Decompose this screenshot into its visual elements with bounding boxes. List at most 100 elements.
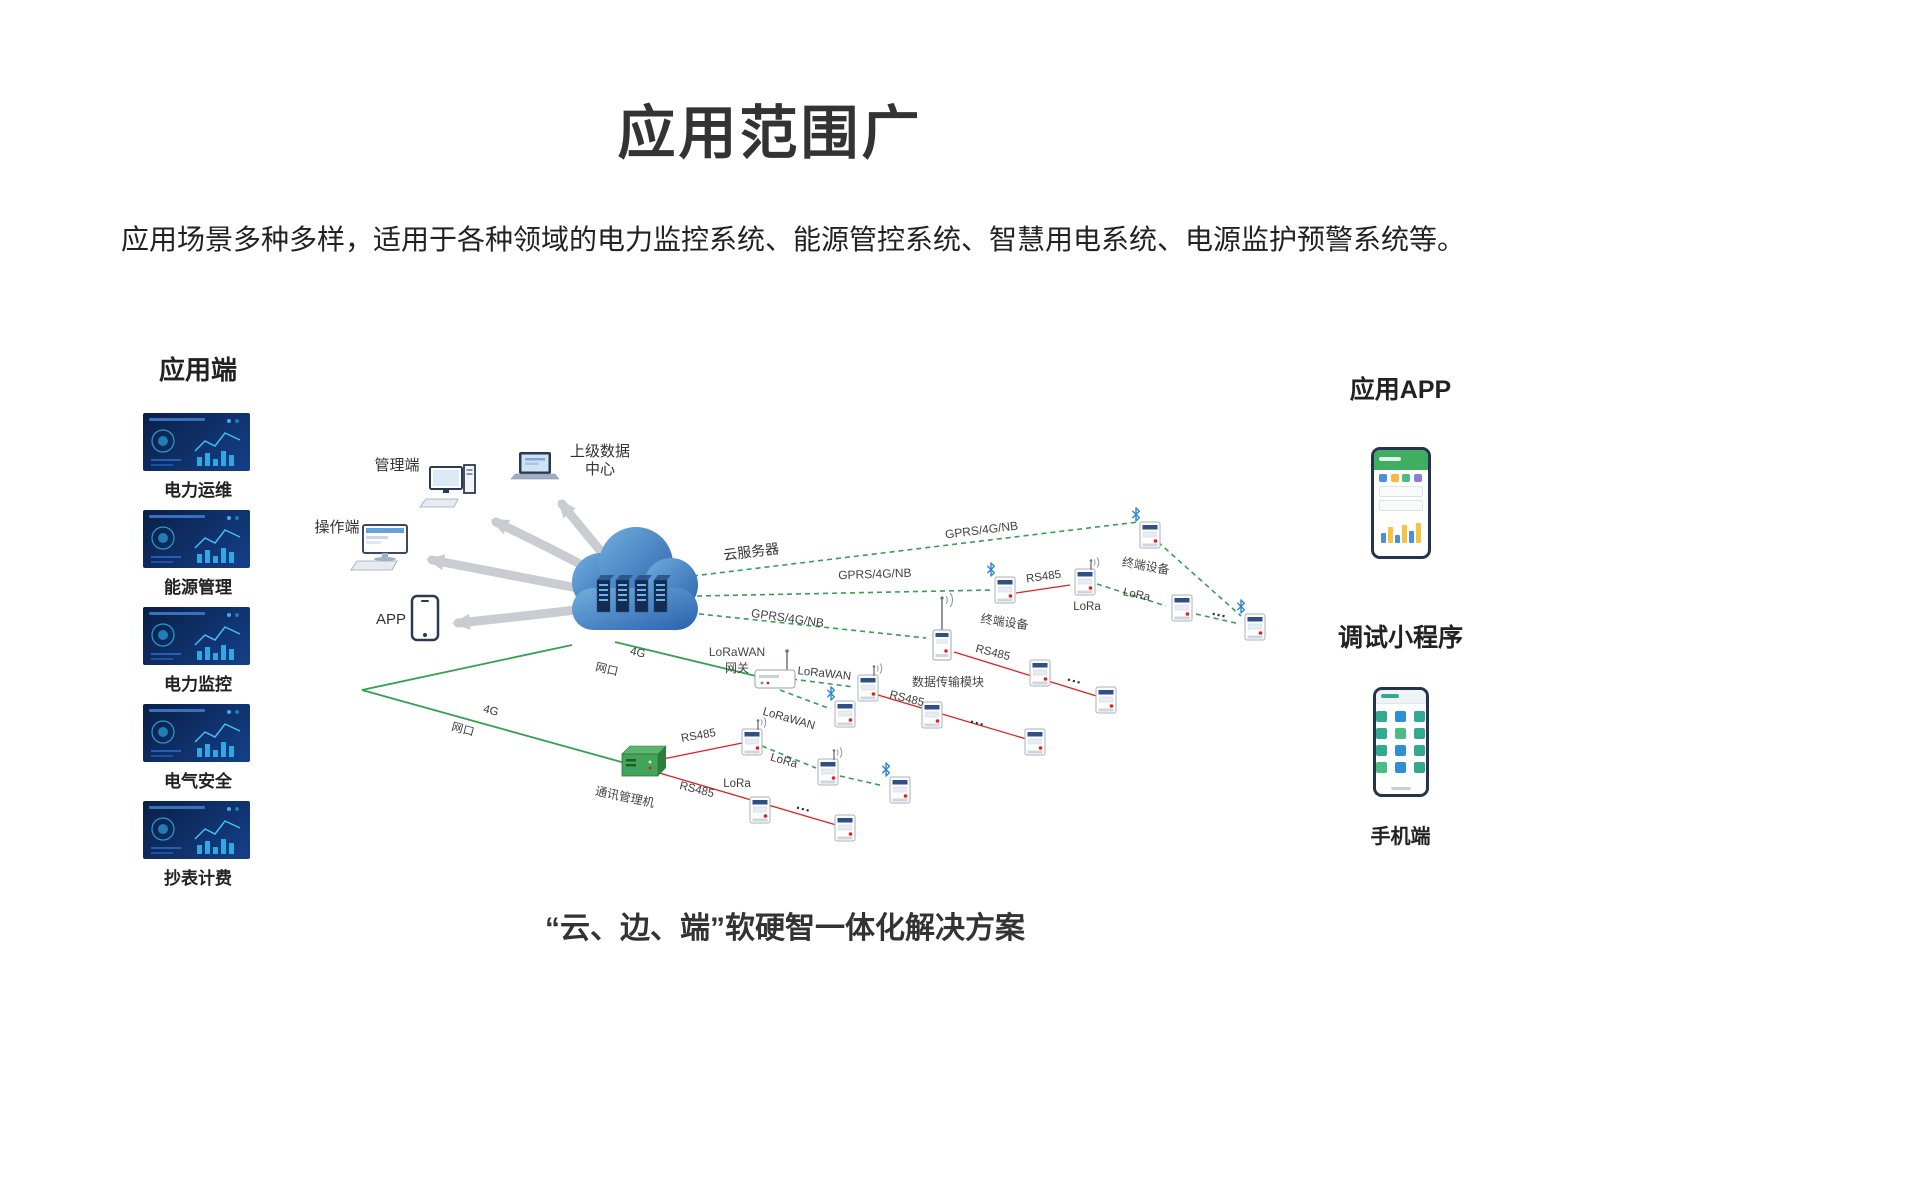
app-scenario-item: 电力运维 [143,413,253,501]
dashboard-thumbnail-art [149,515,241,563]
link-lora-1 [1096,583,1167,607]
label-rs485-c: RS485 [888,689,925,709]
bluetooth-icon [827,686,835,701]
label-4g-1: 4G [629,646,647,661]
dashboard-thumbnail-art [149,418,241,466]
dashboard-thumbnail-art [149,709,241,757]
label-port-1: 网口 [594,662,619,679]
label-cloud-server: 云服务器 [722,540,780,563]
app-scenario-label: 电力运维 [164,481,232,500]
link-rs485-3 [877,694,1034,742]
arrow-to-app [452,603,597,630]
label-lora-c: LoRa [723,778,751,790]
ellipsis-more-devices: ··· [1065,672,1084,692]
antenna-icon [756,716,767,731]
label-terminal-2: 终端设备 [980,611,1030,633]
dashboard-thumbnail [143,607,250,665]
smartphone-icon [410,594,440,642]
link-terminal-extension [1157,541,1242,617]
lorawan-gateway-icon [754,649,796,689]
link-4g-gateway [614,641,757,677]
link-lorawan-2 [779,689,829,709]
antenna-icon [1089,556,1100,571]
label-data-module: 数据传输模块 [912,674,984,689]
miniprogram-phone-mockup [1372,687,1429,797]
app-scenario-label: 电力监控 [164,675,232,694]
server-racks [596,575,671,613]
link-lora-4 [839,775,885,787]
label-gateway-line1: LoRaWAN [709,645,765,659]
desktop-computer-icon [419,464,476,508]
dashboard-thumbnail-art [149,806,241,854]
link-rs485-4 [657,742,743,761]
phone-home-bar [1390,787,1411,790]
label-operation: 操作端 [314,519,359,536]
label-rs485-d: RS485 [680,727,717,745]
app-scenario-label: 抄表计费 [164,869,232,888]
right-panel: 应用APP 调试小程序 手机端 [1318,370,1483,849]
dashboard-thumbnail [143,413,250,471]
bluetooth-icon [987,562,995,577]
cloud-server-icon [572,527,698,630]
app-scenario-item: 电气安全 [143,704,253,792]
label-comm-manager: 通讯管理机 [594,783,656,810]
din-device-icon [1029,659,1051,687]
bluetooth-icon [1236,599,1246,614]
app-scenario-item: 抄表计费 [143,801,253,889]
app-phone-mockup [1370,447,1431,559]
din-device-icon [994,576,1016,604]
label-gprs-2: GPRS/4G/NB [838,566,912,583]
bluetooth-icon [882,762,890,777]
data-transmission-module-icon [932,592,954,661]
label-lorawan-b: LoRaWAN [761,706,816,732]
ellipsis-more-devices: ··· [968,714,987,734]
din-device-icon [1171,594,1193,622]
label-data-center-line2: 中心 [585,461,615,478]
app-phone-icon-row [1374,470,1428,483]
link-gprs-3 [689,612,927,639]
label-gprs-3: GPRS/4G/NB [750,606,825,630]
label-rs485-a: RS485 [1025,569,1061,586]
label-4g-2: 4G [482,703,500,719]
din-device-icon [921,701,943,729]
antenna-icon [872,662,883,677]
miniprogram-icon-grid [1376,704,1426,777]
label-gateway-line2: 网关 [725,661,749,675]
dashboard-thumbnail-art [149,612,241,660]
link-lorawan-1 [791,678,855,688]
label-management: 管理端 [374,457,419,474]
app-phone-chart [1374,511,1428,547]
app-scenario-item: 能源管理 [143,510,253,598]
antenna-icon [832,746,843,761]
label-rs485-e: RS485 [678,780,715,800]
application-side-panel: 应用端 电力运维 能源管理 电力监控 电气安全 [143,350,253,889]
din-device-icon [857,674,879,702]
din-device-icon [749,796,771,824]
link-gprs-2 [696,589,993,597]
page-title: 应用范围广 [617,101,923,166]
label-app: APP [376,611,406,628]
app-phone-header [1373,450,1428,470]
link-rs485-2 [953,651,1104,699]
link-lora-2 [1195,613,1241,625]
page-subtitle: 应用场景多种多样，适用于各种领域的电力监控系统、能源管控系统、智慧用电系统、电源… [120,224,1466,255]
link-4g-comm-manager [361,644,626,764]
laptop-icon [510,452,560,480]
link-rs485-1 [1015,584,1071,594]
network-topology-diagram: 管理端 上级数据 中心 操作端 APP 云服务器 GPRS/4G/NB GPRS… [314,443,1266,842]
din-device-icon [1095,686,1117,714]
comm-manager-icon [621,745,667,777]
bluetooth-icon [1131,507,1141,522]
app-scenario-item: 电力监控 [143,607,253,695]
label-terminal-1: 终端设备 [1121,554,1171,577]
footer-slogan: “云、边、端”软硬智一体化解决方案 [545,912,1025,945]
din-device-icon [1139,521,1161,549]
label-lora-a: LoRa [1073,601,1101,613]
miniprogram-section-heading: 调试小程序 [1337,624,1463,652]
din-device-icon [817,758,839,786]
din-device-icon [1074,568,1096,596]
din-device-icon [834,700,856,728]
din-device-icon [834,814,856,842]
ellipsis-more-devices: ··· [794,800,813,820]
